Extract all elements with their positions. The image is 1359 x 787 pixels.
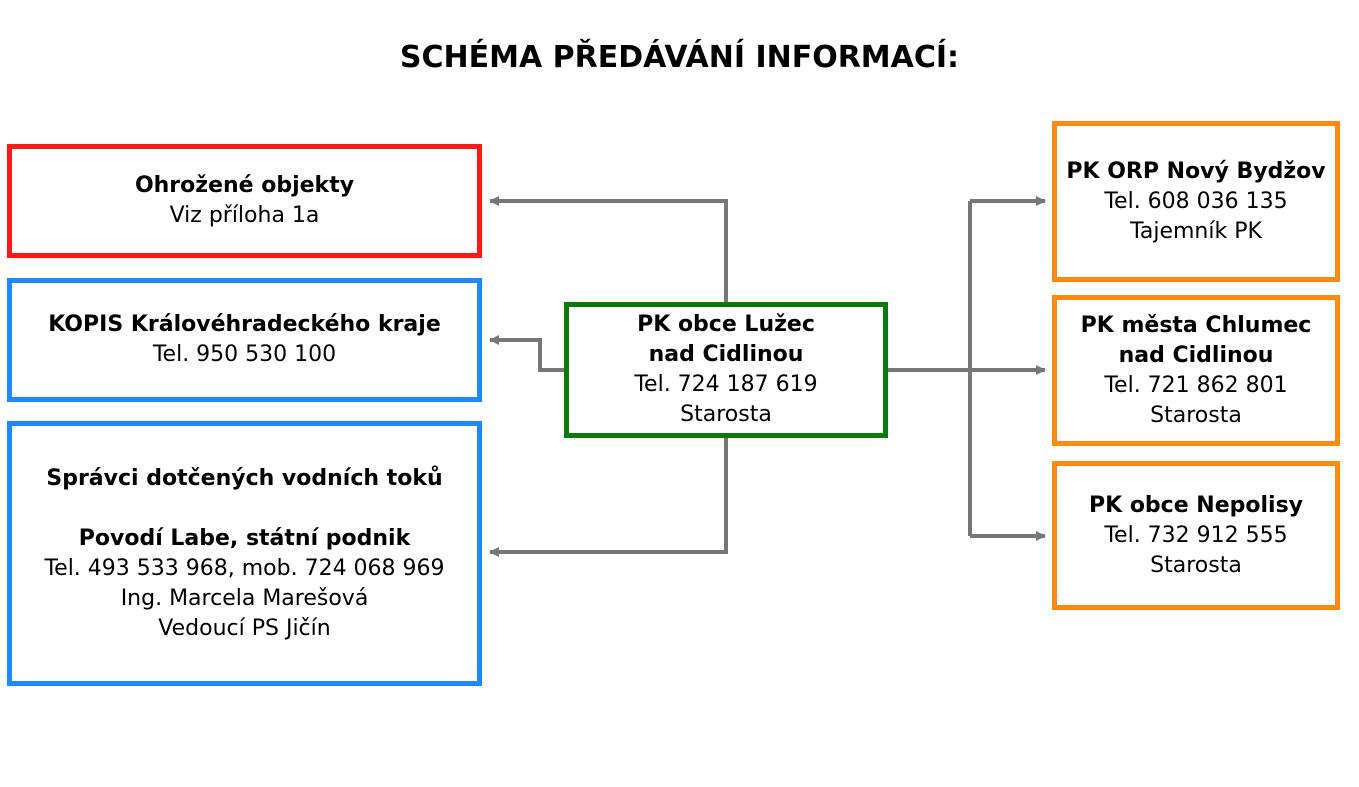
node-center-pk-luzec: PK obce Lužec nad Cidlinou Tel. 724 187 … xyxy=(564,302,888,438)
node-pk-mesta-chlumec: PK města Chlumec nad Cidlinou Tel. 721 8… xyxy=(1052,295,1340,446)
node-chlumec-phone: Tel. 721 862 801 xyxy=(1104,372,1288,398)
node-kopis-name: KOPIS Královéhradeckého kraje xyxy=(48,312,441,337)
node-chlumec-name-line2: nad Cidlinou xyxy=(1118,342,1274,368)
edge-center-to-kopis xyxy=(489,335,566,372)
node-pk-obce-nepolisy: PK obce Nepolisy Tel. 732 912 555 Staros… xyxy=(1052,461,1340,610)
node-orp-name: PK ORP Nový Bydžov xyxy=(1066,158,1326,184)
node-center-name-line2: nad Cidlinou xyxy=(648,342,804,367)
node-spravci-role: Vedoucí PS Jičín xyxy=(158,615,331,641)
node-spravci-vodnich-toku: Správci dotčených vodních toků Povodí La… xyxy=(7,421,482,686)
node-spravci-person: Ing. Marcela Marešová xyxy=(120,585,369,611)
node-ohrozene-name: Ohrožené objekty xyxy=(134,173,355,198)
node-kopis-phone: Tel. 950 530 100 xyxy=(152,342,337,367)
node-pk-orp-novy-bydzov: PK ORP Nový Bydžov Tel. 608 036 135 Taje… xyxy=(1052,121,1340,282)
node-chlumec-name-line1: PK města Chlumec xyxy=(1080,312,1312,338)
node-spravci-heading: Správci dotčených vodních toků xyxy=(46,465,443,491)
node-orp-phone: Tel. 608 036 135 xyxy=(1104,188,1288,214)
node-chlumec-role: Starosta xyxy=(1150,402,1242,428)
node-kopis: KOPIS Královéhradeckého kraje Tel. 950 5… xyxy=(7,278,482,402)
node-spravci-phone: Tel. 493 533 968, mob. 724 068 969 xyxy=(44,555,445,581)
edge-center-to-spravci xyxy=(489,437,728,557)
node-center-role: Starosta xyxy=(680,402,772,427)
node-center-name-line1: PK obce Lužec xyxy=(637,312,815,337)
node-nepolisy-phone: Tel. 732 912 555 xyxy=(1104,522,1288,548)
node-center-phone: Tel. 724 187 619 xyxy=(634,372,818,397)
diagram-title: SCHÉMA PŘEDÁVÁNÍ INFORMACÍ: xyxy=(399,40,960,75)
node-ohrozene-objekty: Ohrožené objekty Viz příloha 1a xyxy=(7,144,482,258)
node-nepolisy-role: Starosta xyxy=(1150,552,1242,578)
node-orp-role: Tajemník PK xyxy=(1130,218,1262,244)
edge-center-to-ohrozene xyxy=(489,196,728,302)
node-spravci-org: Povodí Labe, státní podnik xyxy=(78,525,411,551)
node-nepolisy-name: PK obce Nepolisy xyxy=(1088,492,1304,518)
node-ohrozene-detail: Viz příloha 1a xyxy=(169,203,320,228)
